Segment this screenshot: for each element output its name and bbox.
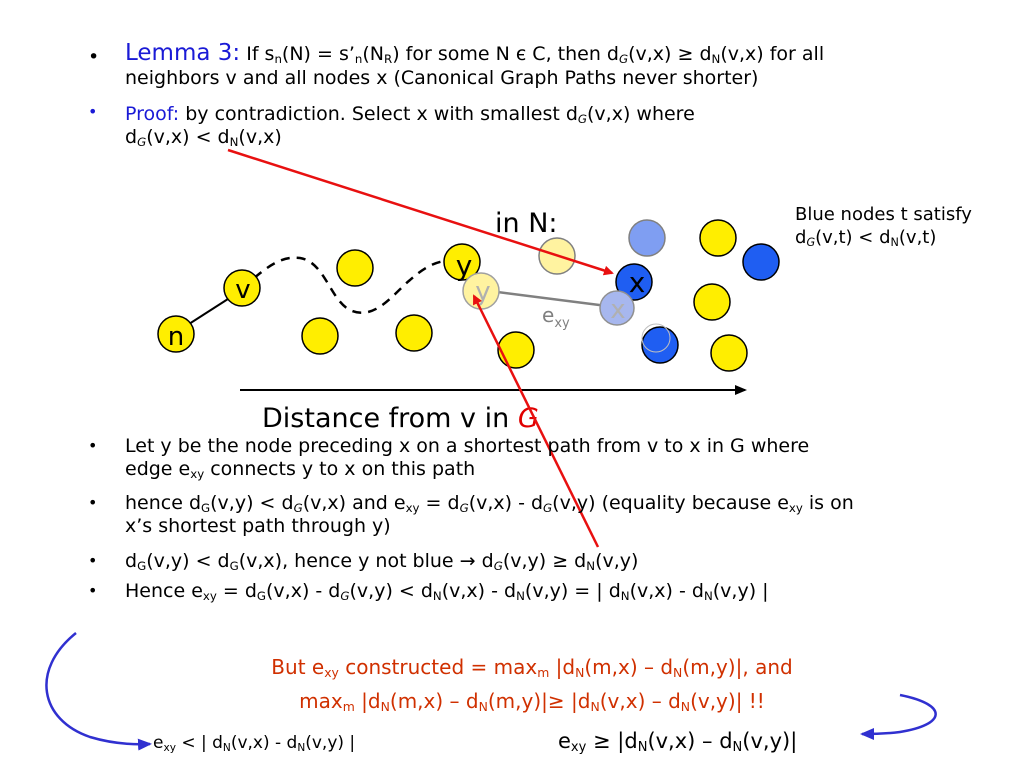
bullet-dot: • [88, 581, 98, 600]
blue-node-faded [628, 219, 666, 257]
bullet-3: dG(v,y) < dG(v,x), hence y not blue → dG… [125, 550, 639, 573]
edge-label-exy: exy [542, 303, 570, 331]
node-x-ghost [599, 290, 635, 326]
blue-curve-right [860, 693, 937, 740]
lemma-line2: neighbors v and all nodes x (Canonical G… [125, 67, 759, 89]
yellow-node [710, 334, 748, 372]
conclusion-line1: But exy constructed = maxm |dN(m,x) – dN… [271, 655, 793, 680]
lemma-line1: If sn(N) = s’n(NR) for some N є C, then … [246, 43, 825, 66]
label-x: x [629, 266, 646, 299]
yellow-node [693, 283, 731, 321]
bottom-right-inequality: exy ≥ |dN(v,x) – dN(v,y)| [558, 729, 798, 755]
label-n: n [168, 322, 184, 352]
bullet-dot: • [88, 436, 98, 455]
yellow-node [336, 249, 374, 287]
blue-node [641, 326, 679, 364]
bullet-2: hence dG(v,y) < dG(v,x) and exy = dG(v,x… [125, 492, 854, 537]
bullet-1: Let y be the node preceding x on a short… [125, 435, 810, 481]
dashed-path-v-y [241, 256, 463, 314]
bullet-dot: • [88, 46, 100, 68]
red-arrow-to-x [227, 148, 614, 276]
lemma-label: Lemma 3: [125, 40, 241, 66]
proof-line1: by contradiction. Select x with smallest… [185, 103, 695, 126]
axis-label: Distance from v in G [262, 403, 539, 434]
blue-note-line1: Blue nodes t satisfy [795, 204, 972, 225]
label-x-ghost: x [610, 295, 625, 325]
bullet-dot: • [88, 493, 98, 512]
lemma-block: Lemma 3: If sn(N) = s’n(NR) for some N є… [125, 40, 1005, 90]
blue-node [742, 243, 780, 281]
proof-block: Proof: by contradiction. Select x with s… [125, 103, 1005, 149]
node-v [223, 269, 261, 307]
conclusion-block: But exy constructed = maxm |dN(m,x) – dN… [0, 650, 1024, 718]
blue-curve-left [45, 632, 152, 751]
node-n [157, 315, 195, 353]
red-arrow-to-y [472, 294, 600, 548]
yellow-node [301, 317, 339, 355]
node-x [615, 263, 653, 301]
blue-note: Blue nodes t satisfy dG(v,t) < dN(v,t) [795, 203, 972, 249]
node-y [443, 243, 481, 281]
label-v: v [235, 275, 250, 305]
yellow-node [699, 219, 737, 257]
proof-label: Proof: [125, 103, 180, 125]
bullet-dot: • [88, 102, 98, 121]
blue-note-line2: dG(v,t) < dN(v,t) [795, 227, 937, 249]
label-y: y [456, 249, 473, 282]
bullet-dot: • [88, 551, 98, 570]
bottom-left-inequality: exy < | dN(v,x) - dN(v,y) | [153, 733, 356, 754]
edge-xy [481, 288, 616, 309]
conclusion-line2: maxm |dN(m,x) – dN(m,y)|≥ |dN(v,x) – dN(… [299, 689, 765, 714]
proof-line2: dG(v,x) < dN(v,x) [125, 126, 282, 149]
yellow-node [395, 314, 433, 352]
bullet-4: Hence exy = dG(v,x) - dG(v,y) < dN(v,x) … [125, 580, 769, 603]
in-n-label: in N: [495, 208, 558, 239]
yellow-node [497, 331, 535, 369]
blue-node-ghost-ring [641, 323, 671, 353]
